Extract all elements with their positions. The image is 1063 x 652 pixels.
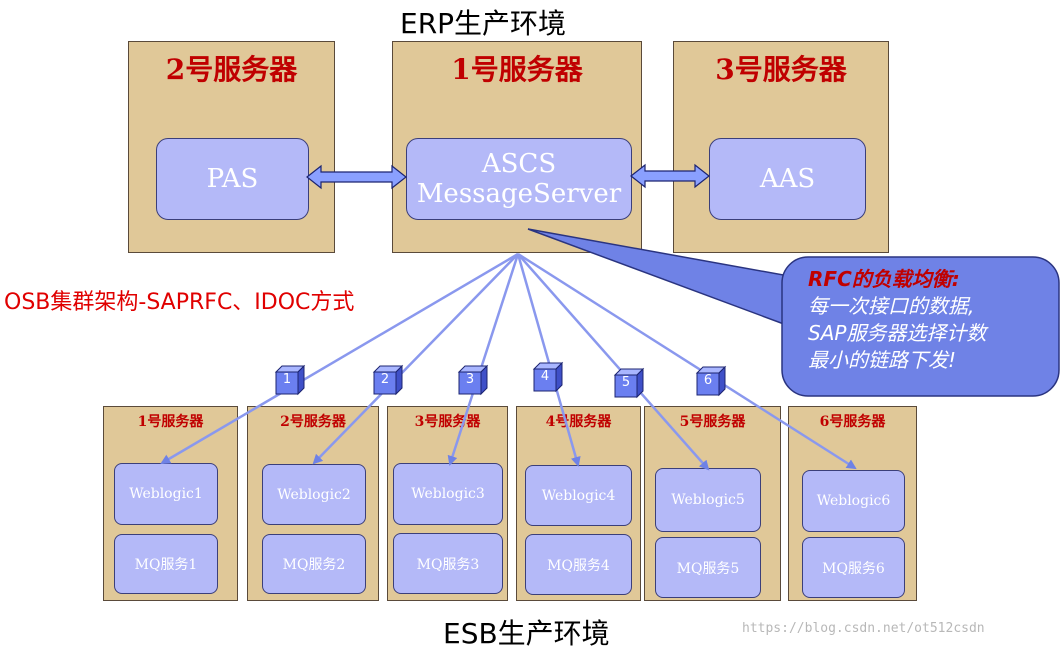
link-line-1 (160, 252, 519, 465)
erp-title: ERP生产环境 (400, 7, 567, 40)
ascs-aas-double-arrow (630, 163, 710, 189)
esb-server-3: 3号服务器 Weblogic3 MQ服务3 (387, 406, 508, 601)
link-cube-1 (274, 364, 306, 396)
mq-service-2-node: MQ服务2 (262, 534, 366, 594)
link-label-6: 6 (703, 373, 713, 388)
mq-service-6-node: MQ服务6 (802, 537, 905, 598)
esb-server-1-label: 1号服务器 (137, 414, 204, 430)
esb-server-4-label: 4号服务器 (545, 414, 612, 430)
callout-line-3: 最小的链路下发! (808, 348, 957, 372)
mq-service-3-node: MQ服务3 (393, 533, 503, 594)
callout-title: RFC的负载均衡: (808, 267, 960, 291)
pas-ascs-double-arrow (306, 164, 407, 190)
mq-service-1-node: MQ服务1 (114, 534, 218, 594)
erp-server-2-label: 2号服务器 (165, 53, 298, 86)
link-label-4: 4 (540, 369, 550, 384)
osb-cluster-label: OSB集群架构-SAPRFC、IDOC方式 (4, 290, 355, 315)
link-label-5: 5 (621, 375, 631, 390)
messageserver-label: MessageServer (416, 179, 622, 209)
erp-server-2: 2号服务器 PAS (128, 41, 335, 253)
link-cube-5 (613, 367, 645, 399)
callout-line-1: 每一次接口的数据, (808, 294, 975, 318)
erp-server-1-label: 1号服务器 (451, 53, 583, 86)
callout-pointer (527, 228, 801, 332)
link-line-3 (447, 253, 520, 466)
esb-server-2-label: 2号服务器 (280, 414, 346, 430)
link-line-5 (517, 253, 710, 471)
esb-server-5: 5号服务器 Weblogic5 MQ服务5 (644, 406, 781, 601)
erp-server-3: 3号服务器 AAS (673, 41, 889, 253)
link-line-2 (312, 253, 519, 465)
link-line-4 (516, 253, 581, 467)
pas-node: PAS (156, 138, 309, 220)
link-cubes (274, 361, 727, 399)
mq-service-5-node: MQ服务5 (655, 537, 761, 598)
ascs-label: ASCS (481, 149, 557, 179)
ascs-messageserver-node: ASCS MessageServer (406, 138, 632, 220)
callout-text: RFC的负载均衡: 每一次接口的数据, SAP服务器选择计数 最小的链路下发! (808, 266, 986, 374)
esb-server-6-label: 6号服务器 (819, 414, 886, 430)
weblogic1-node: Weblogic1 (114, 463, 218, 525)
aas-node: AAS (709, 138, 866, 220)
mq-service-4-node: MQ服务4 (525, 534, 632, 595)
esb-server-2: 2号服务器 Weblogic2 MQ服务2 (247, 406, 379, 601)
callout-bubble (527, 228, 1060, 397)
link-label-1: 1 (282, 372, 292, 387)
callout-line-2: SAP服务器选择计数 (808, 321, 987, 345)
esb-server-1: 1号服务器 Weblogic1 MQ服务1 (103, 406, 238, 601)
erp-server-3-label: 3号服务器 (715, 53, 847, 86)
weblogic2-node: Weblogic2 (262, 464, 366, 525)
link-cube-2 (372, 364, 404, 396)
link-label-3: 3 (465, 372, 475, 387)
weblogic5-node: Weblogic5 (655, 468, 761, 532)
link-cube-4 (532, 361, 564, 393)
link-cube-6 (695, 365, 727, 397)
esb-title: ESB生产环境 (443, 617, 610, 650)
link-label-2: 2 (380, 372, 390, 387)
weblogic3-node: Weblogic3 (393, 463, 503, 525)
link-line-6 (517, 252, 857, 470)
weblogic6-node: Weblogic6 (802, 470, 905, 532)
callout-box (781, 256, 1060, 397)
esb-server-5-label: 5号服务器 (679, 414, 746, 430)
erp-server-1: 1号服务器 ASCS MessageServer (392, 41, 642, 253)
link-cube-3 (457, 364, 489, 396)
watermark: https://blog.csdn.net/ot512csdn (742, 621, 985, 636)
